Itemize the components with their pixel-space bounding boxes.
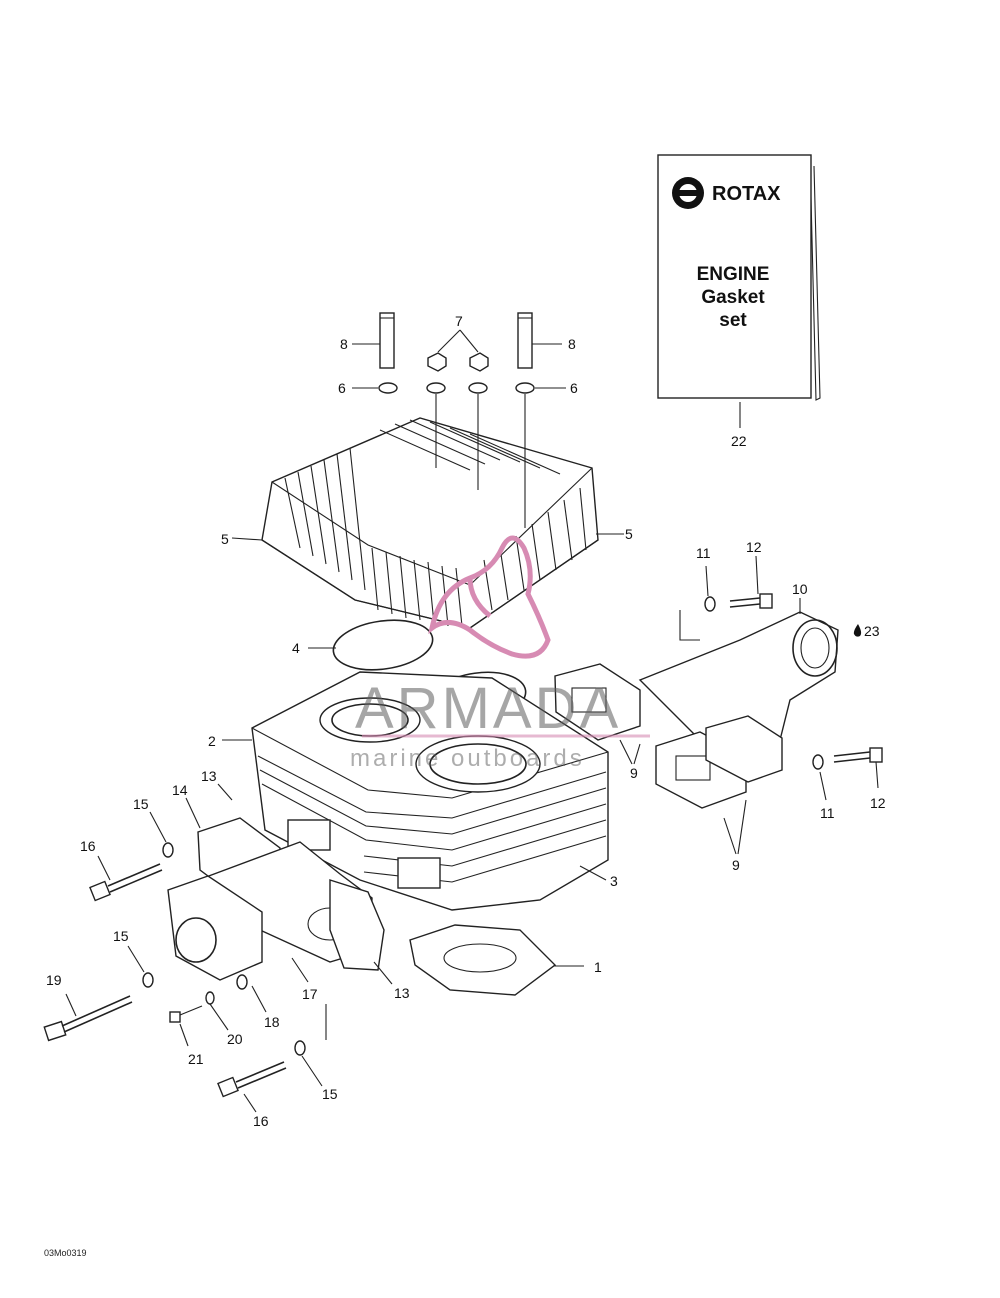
- callout-15-upper: 15: [133, 796, 149, 812]
- callout-16-upper: 16: [80, 838, 96, 854]
- watermark-name: ARMADA: [355, 676, 621, 741]
- callout-16-lower: 16: [253, 1113, 269, 1129]
- callout-1: 1: [594, 959, 602, 975]
- callout-3: 3: [610, 873, 618, 889]
- callout-22: 22: [731, 433, 747, 449]
- callout-6-left: 6: [338, 380, 346, 396]
- watermark-tagline: marine outboards: [350, 745, 585, 772]
- callout-14: 14: [172, 782, 188, 798]
- cylinder-head-fins: [284, 419, 587, 627]
- callout-4: 4: [292, 640, 300, 656]
- cylinder-block-fins: [257, 755, 607, 883]
- lubricant-drop-icon: [853, 624, 862, 637]
- callout-7: 7: [455, 313, 463, 329]
- gasket-set-booklet: ROTAX ENGINE Gasket set: [657, 154, 821, 401]
- base-gasket: [409, 924, 557, 996]
- washers-row: [378, 382, 535, 394]
- booklet-line-gasket: Gasket: [701, 287, 765, 308]
- nut-left: [427, 352, 447, 372]
- intake-gasket-lower: [329, 879, 385, 971]
- callout-19: 19: [46, 972, 62, 988]
- diagram-code: 03Mo0319: [44, 1248, 87, 1258]
- bolt-21: [169, 974, 248, 1023]
- callout-9-lower: 9: [732, 857, 740, 873]
- callout-2: 2: [208, 733, 216, 749]
- callout-23: 23: [864, 623, 880, 639]
- bolt-16-lower: [217, 1040, 306, 1098]
- callout-17: 17: [302, 986, 318, 1002]
- callout-13-lower: 13: [394, 985, 410, 1001]
- callout-18: 18: [264, 1014, 280, 1030]
- callout-labels: 1 2 3 4 5 5 6 6 7 8 8 9 9 10 11 11 12 12…: [46, 313, 886, 1129]
- leader-lines: [65, 329, 879, 1113]
- cylinder-head: [261, 417, 599, 629]
- callout-21: 21: [188, 1051, 204, 1067]
- callout-11-lower: 11: [820, 805, 835, 821]
- rotary-valve-housing: [167, 875, 263, 981]
- exhaust-gaskets: [554, 663, 783, 809]
- rotax-brand: ROTAX: [712, 183, 781, 205]
- watermark-logo: [428, 535, 551, 659]
- stud-right: [517, 312, 533, 369]
- bolt-16-upper: [89, 842, 174, 902]
- rotax-logo: [672, 177, 704, 209]
- callout-5-left: 5: [221, 531, 229, 547]
- armada-watermark: ARMADA marine outboards: [350, 535, 650, 772]
- booklet-line-set: set: [719, 310, 747, 331]
- callout-8-left: 8: [340, 336, 348, 352]
- stud-left: [379, 312, 395, 369]
- callout-10: 10: [792, 581, 808, 597]
- bolt-19: [43, 972, 154, 1042]
- callout-12-lower: 12: [870, 795, 886, 811]
- callout-20: 20: [227, 1031, 243, 1047]
- callout-13-upper: 13: [201, 768, 217, 784]
- callout-5-right: 5: [625, 526, 633, 542]
- booklet-line-engine: ENGINE: [697, 264, 770, 285]
- callout-15-lower: 15: [322, 1086, 338, 1102]
- callout-6-right: 6: [570, 380, 578, 396]
- callout-15-middle: 15: [113, 928, 129, 944]
- manifold-bolt-lower: [812, 747, 883, 770]
- callout-11-upper: 11: [696, 545, 711, 561]
- callout-12-upper: 12: [746, 539, 762, 555]
- callout-8-right: 8: [568, 336, 576, 352]
- manifold-bolt-upper: [704, 593, 773, 612]
- callout-9-upper: 9: [630, 765, 638, 781]
- nut-right: [469, 352, 489, 372]
